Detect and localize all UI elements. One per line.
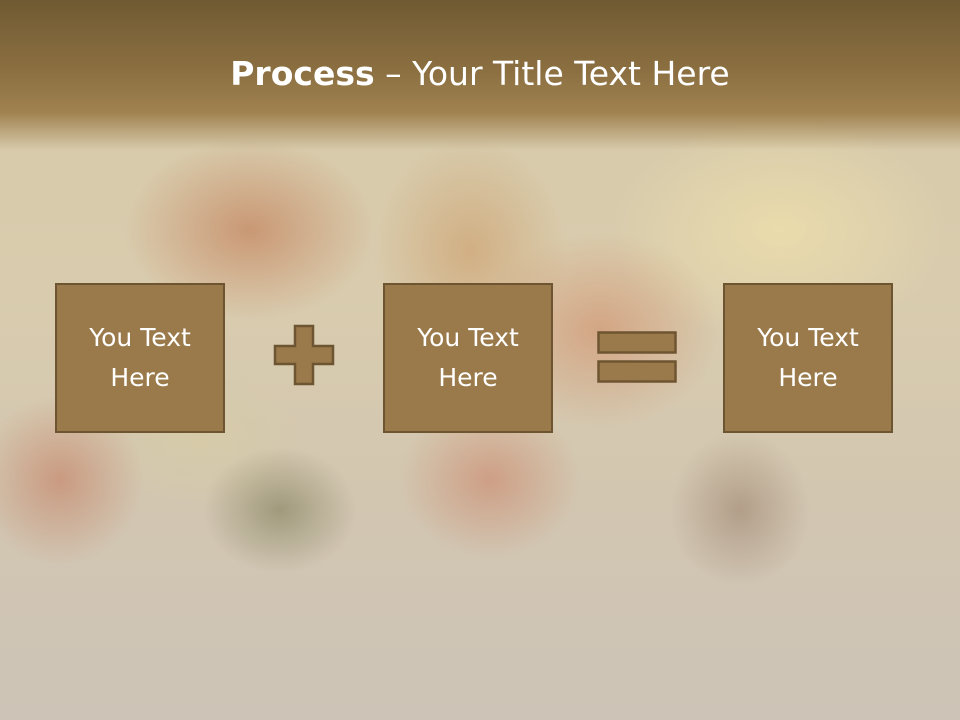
- process-box-3-text: You Text Here: [738, 318, 878, 398]
- process-box-1-text: You Text Here: [70, 318, 210, 398]
- title-bold: Process: [230, 54, 375, 93]
- process-box-2-line-1: You Text: [417, 323, 519, 352]
- process-box-2-line-2: Here: [438, 363, 498, 392]
- process-box-2-text: You Text Here: [398, 318, 538, 398]
- equals-icon: [597, 331, 677, 383]
- process-box-3-line-1: You Text: [757, 323, 859, 352]
- process-box-3: You Text Here: [723, 283, 893, 433]
- process-box-2: You Text Here: [383, 283, 553, 433]
- process-box-1-line-1: You Text: [89, 323, 191, 352]
- plus-icon: [273, 324, 335, 386]
- process-box-1-line-2: Here: [110, 363, 170, 392]
- process-box-3-line-2: Here: [778, 363, 838, 392]
- title-band: [0, 0, 960, 150]
- title-rest: – Your Title Text Here: [374, 54, 730, 93]
- process-box-1: You Text Here: [55, 283, 225, 433]
- slide-title: Process – Your Title Text Here: [0, 52, 960, 96]
